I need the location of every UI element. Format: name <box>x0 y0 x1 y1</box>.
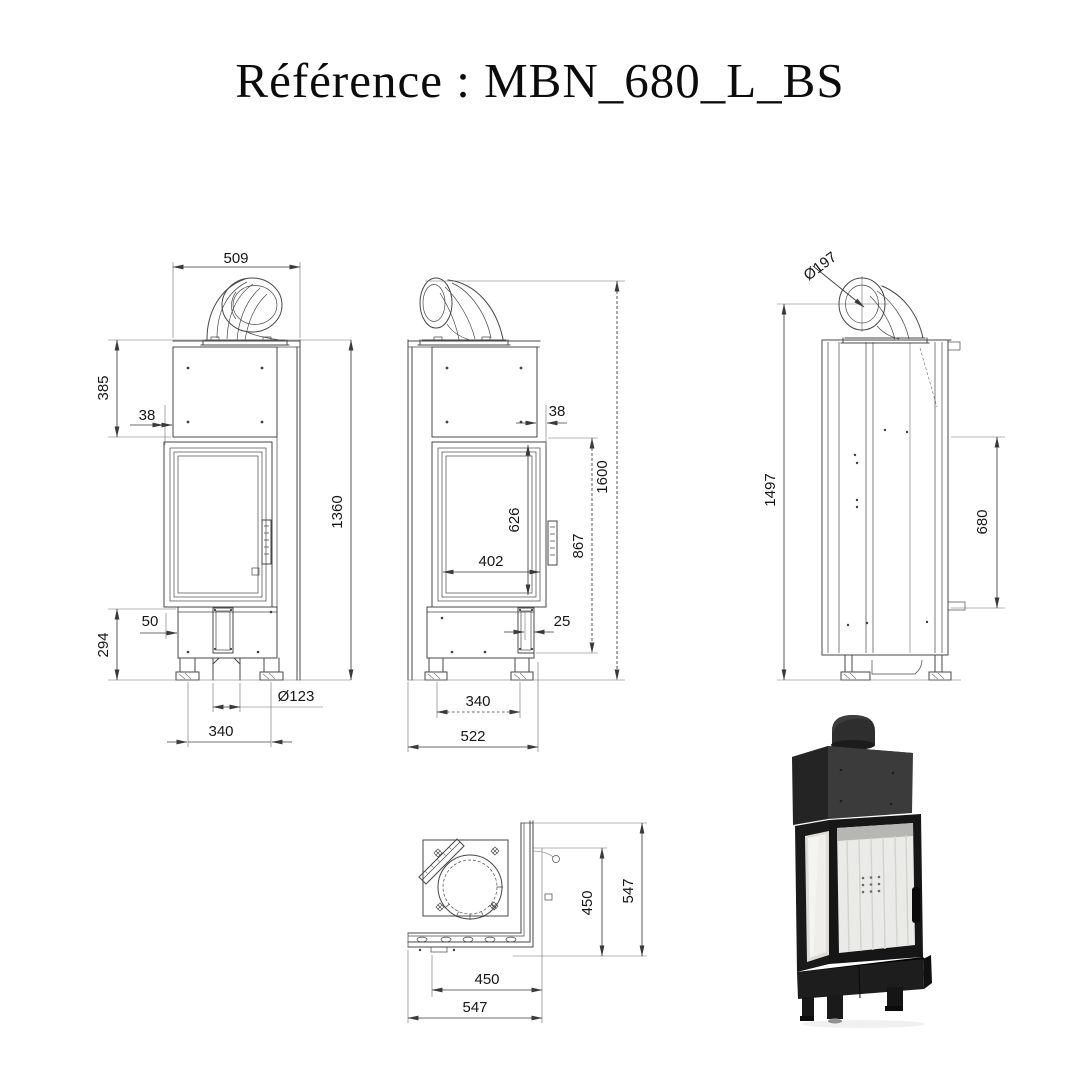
dim-opening-height: 680 <box>974 509 991 534</box>
dim-total-depth: 547 <box>620 878 637 903</box>
dim-leg-spacing: 340 <box>465 693 490 710</box>
flue-elbow-icon <box>777 276 930 344</box>
dim-leg-spacing: 340 <box>208 723 233 740</box>
dim-frame-offset: 38 <box>139 407 156 424</box>
dim-total-height: 1360 <box>329 495 346 528</box>
front-view-left-drawing: 509 385 38 1360 50 294 Ø123 340 <box>95 250 354 747</box>
plan-body <box>407 820 560 953</box>
side-view-drawing: Ø197 1497 680 <box>762 249 1005 681</box>
dim-glass-height: 626 <box>506 507 523 532</box>
flue-elbow-icon <box>417 277 511 346</box>
dimensions: 509 385 38 1360 50 294 Ø123 340 <box>95 250 354 747</box>
dimensions: 38 626 402 867 1600 25 340 522 <box>407 280 620 752</box>
base-pedestal <box>797 955 932 1028</box>
flue-elbow-icon <box>200 277 290 346</box>
dim-glass-width: 402 <box>478 553 503 570</box>
top-casing <box>792 746 913 825</box>
dim-base-height: 294 <box>95 632 112 657</box>
dim-overall-height: 1600 <box>594 460 611 493</box>
air-vent-dots <box>861 875 881 894</box>
door-handle <box>912 887 920 923</box>
dim-glass-depth: 450 <box>579 890 596 915</box>
top-view-drawing: 450 547 450 547 <box>407 820 647 1023</box>
firebox-body <box>407 280 625 681</box>
dim-total-height: 1497 <box>762 473 779 506</box>
glass-door <box>795 814 923 972</box>
dim-glass-width: 450 <box>474 971 499 988</box>
dim-door-height: 867 <box>570 533 587 558</box>
dim-casing-height: 385 <box>95 375 112 400</box>
dim-total-width: 547 <box>462 999 487 1016</box>
product-render <box>792 715 932 1028</box>
dim-top-width: 509 <box>223 250 248 267</box>
dim-base-inset: 50 <box>142 613 159 630</box>
corner-bolt-icon <box>433 846 500 912</box>
page-title: Référence : MBN_680_L_BS <box>235 53 845 108</box>
flue-collar <box>831 715 875 750</box>
dim-inlet-diameter: Ø123 <box>278 688 315 705</box>
dim-side-offset: 25 <box>554 613 571 630</box>
firebox-body <box>108 339 351 681</box>
dim-total-width: 522 <box>460 728 485 745</box>
dim-frame-offset: 38 <box>549 403 566 420</box>
dimensions: 450 547 450 547 <box>407 822 647 1023</box>
front-view-right-drawing: 38 626 402 867 1600 25 340 522 <box>407 277 625 752</box>
dim-flue-diameter: Ø197 <box>801 249 841 285</box>
firebox-body <box>777 339 966 681</box>
